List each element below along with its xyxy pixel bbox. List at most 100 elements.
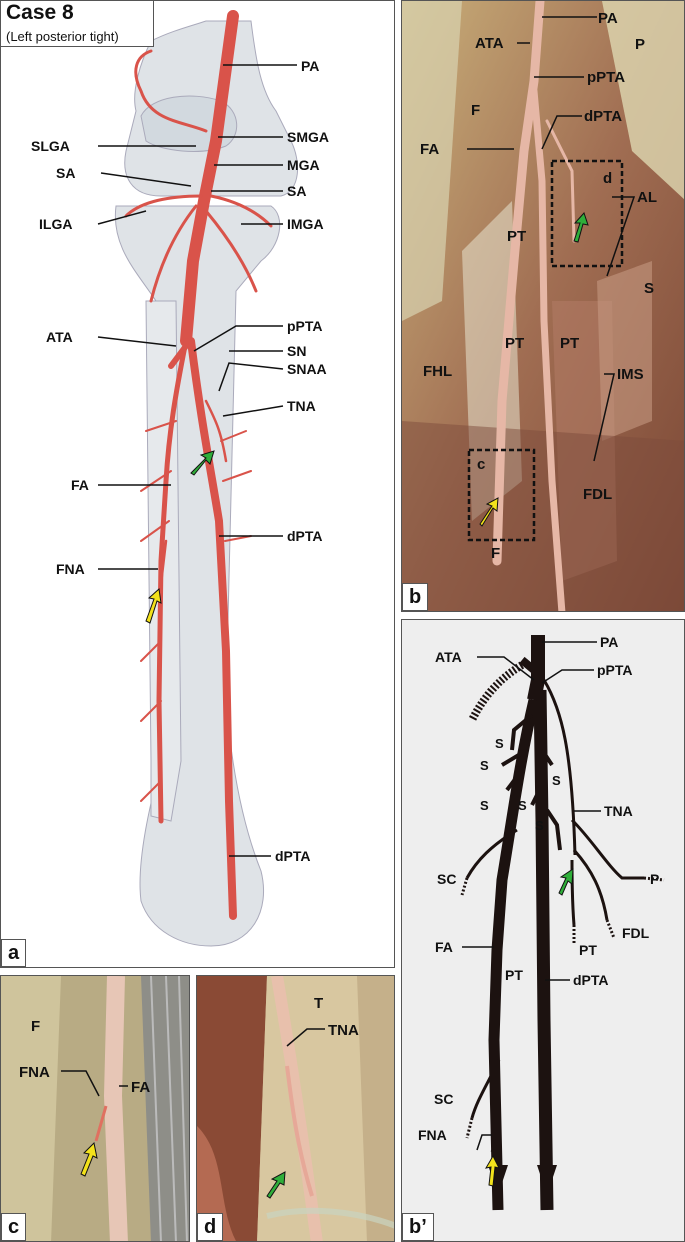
- label-fa: FA: [71, 477, 89, 493]
- label-pa: PA: [301, 58, 319, 74]
- schematic-label-pa: PA: [600, 634, 618, 650]
- schematic-label-sc-upper: SC: [437, 871, 456, 887]
- closeup-d-illustration: T TNA: [197, 976, 394, 1241]
- label-sa-right: SA: [287, 183, 306, 199]
- schematic-label-fdl: FDL: [622, 925, 650, 941]
- photo-label-pt-upper: PT: [507, 228, 526, 245]
- tibia-silhouette: [114, 205, 281, 947]
- closeup-d-label-tna: TNA: [328, 1022, 359, 1039]
- schematic-label-s6: S: [535, 818, 544, 833]
- photo-label-al: AL: [637, 189, 657, 206]
- schematic-ata: [519, 656, 537, 674]
- photo-label-fdl: FDL: [583, 486, 612, 503]
- schematic-label-s5: S: [518, 798, 527, 813]
- label-fna: FNA: [56, 561, 85, 577]
- closeup-c-illustration: F FA FNA: [1, 976, 189, 1241]
- photo-label-ppta: pPTA: [587, 69, 625, 86]
- photo-label-fa: FA: [420, 141, 439, 158]
- case-title: Case 8: [6, 1, 74, 24]
- schematic-green-arrow-icon: [558, 868, 574, 896]
- schematic-label-ppta: pPTA: [597, 662, 633, 678]
- schematic-label-pt-right: PT: [579, 942, 597, 958]
- schematic-label-tna: TNA: [604, 803, 633, 819]
- label-sa-left: SA: [56, 165, 75, 181]
- label-mga: MGA: [287, 157, 320, 173]
- photo-label-c: c: [477, 456, 485, 473]
- popliteal-artery: [180, 10, 239, 347]
- panel-a-illustration: PA SLGA SMGA MGA SA SA ILGA IMGA pPTA AT…: [0, 0, 395, 968]
- label-slga: SLGA: [31, 138, 70, 154]
- panel-b-prime-schematic: PA ATA pPTA S S S S S S TNA SC P FDL PT …: [401, 619, 685, 1242]
- panel-d-closeup-photo: T TNA d: [196, 975, 395, 1242]
- schematic-branch-fdl: [572, 848, 609, 921]
- leg-artery-diagram: PA SLGA SMGA MGA SA SA ILGA IMGA pPTA AT…: [31, 10, 329, 947]
- panel-letter-b-prime: b’: [402, 1213, 434, 1241]
- dissection-photo-illustration: PA P ATA pPTA F dPTA FA d AL PT S PT PT …: [402, 1, 684, 611]
- label-dpta-low: dPTA: [275, 848, 311, 864]
- schematic-branch-fna: [490, 1139, 499, 1153]
- case-subtitle: (Left posterior tight): [6, 29, 119, 44]
- photo-label-s: S: [644, 280, 654, 297]
- photo-label-pt-left: PT: [505, 335, 524, 352]
- schematic-label-p: P: [650, 871, 659, 887]
- photo-green-arrow-icon: [573, 212, 589, 243]
- photo-yellow-arrow-icon: [479, 497, 499, 527]
- detail-box-c: [467, 448, 536, 542]
- closeup-c-label-fa: FA: [131, 1079, 150, 1096]
- closeup-d-label-t: T: [314, 995, 323, 1012]
- schematic-label-s1: S: [495, 736, 504, 751]
- panel-c-closeup-photo: F FA FNA c: [0, 975, 190, 1242]
- panel-letter-d: d: [197, 1213, 224, 1241]
- anterior-tibial-artery: [168, 343, 189, 369]
- closeup-c-yellow-arrow-icon: [80, 1141, 98, 1177]
- label-sn: SN: [287, 343, 306, 359]
- branch-sa-right: [204, 209, 258, 293]
- schematic-branch-sc-lower: [470, 1059, 501, 1119]
- schematic-label-dpta: dPTA: [573, 972, 609, 988]
- label-dpta-mid: dPTA: [287, 528, 323, 544]
- label-imga: IMGA: [287, 216, 324, 232]
- schematic-tna: [542, 679, 577, 856]
- branch-tna: [204, 399, 228, 463]
- schematic-label-sc-lower: SC: [434, 1091, 453, 1107]
- branch-sa-left: [149, 204, 198, 303]
- photo-label-ims: IMS: [617, 366, 644, 383]
- branch-fna: [157, 539, 168, 603]
- schematic-label-pt-mid: PT: [505, 967, 523, 983]
- closeup-fna-branch: [94, 1105, 108, 1142]
- panel-letter-b: b: [402, 583, 429, 611]
- schematic-branch-pt: [570, 859, 576, 926]
- panel-letter-c: c: [1, 1213, 27, 1241]
- photo-label-dpta: dPTA: [584, 108, 622, 125]
- schematic-label-s3: S: [552, 773, 561, 788]
- label-ppta: pPTA: [287, 318, 323, 334]
- photo-posterior-tibial-artery: [530, 87, 566, 611]
- yellow-arrow-icon: [145, 588, 162, 624]
- schematic-diagram: PA ATA pPTA S S S S S S TNA SC P FDL PT …: [418, 634, 665, 1211]
- label-snaa: SNAA: [287, 361, 327, 377]
- photo-label-pt-right: PT: [560, 335, 579, 352]
- panel-b-dissection-photo: PA P ATA pPTA F dPTA FA d AL PT S PT PT …: [401, 0, 685, 612]
- schematic-dpta: [533, 689, 554, 1211]
- schematic-label-s2: S: [480, 758, 489, 773]
- closeup-fibular-artery: [103, 976, 128, 1241]
- fibular-artery: [156, 338, 189, 824]
- green-arrow-icon: [190, 450, 215, 476]
- branch-small-1: [140, 420, 252, 802]
- closeup-d-green-arrow-icon: [266, 1171, 286, 1199]
- schematic-label-fa: FA: [435, 939, 453, 955]
- schematic-label-ata: ATA: [435, 649, 462, 665]
- photo-label-d: d: [603, 170, 612, 187]
- label-ata: ATA: [46, 329, 73, 345]
- case-header-box: Case 8 (Left posterior tight): [1, 1, 154, 47]
- photo-popliteal-artery: [492, 1, 545, 566]
- panel-letter-a: a: [1, 939, 27, 967]
- label-smga: SMGA: [287, 129, 329, 145]
- closeup-c-label-fna: FNA: [19, 1064, 50, 1081]
- schematic-label-s4: S: [480, 798, 489, 813]
- photo-label-fhl: FHL: [423, 363, 452, 380]
- schematic-fa: [488, 698, 540, 1211]
- schematic-branch-sc-upper: [465, 828, 518, 879]
- label-ilga: ILGA: [39, 216, 72, 232]
- photo-label-ata: ATA: [475, 35, 504, 52]
